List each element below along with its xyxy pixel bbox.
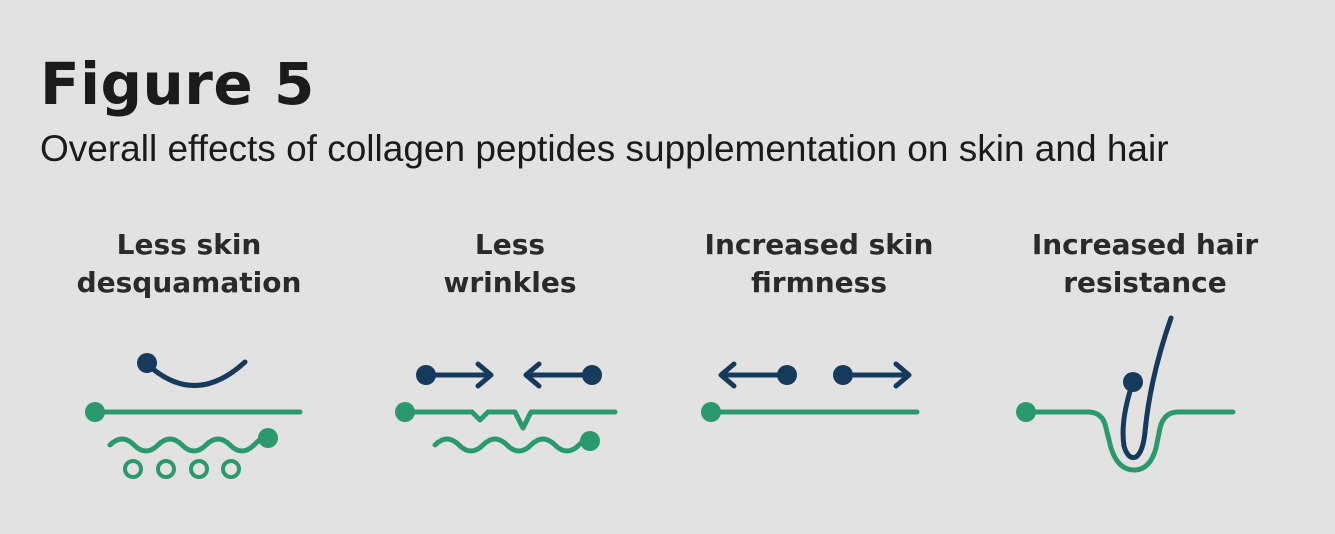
panel-label-line2: resistance <box>1063 266 1227 299</box>
figure-title: Figure 5 <box>40 50 315 118</box>
skin-firmness-icon <box>701 361 920 422</box>
hair-resistance-icon <box>1016 315 1236 473</box>
figure-subtitle: Overall effects of collagen peptides sup… <box>40 128 1169 169</box>
panel-label-line1: Less <box>474 228 546 261</box>
panel-label-wrinkles: Less wrinkles <box>350 226 670 302</box>
panel-label-line1: Increased hair <box>1031 228 1259 261</box>
panel-label-line1: Increased skin <box>704 228 934 261</box>
panel-label-desquamation: Less skin desquamation <box>29 226 349 302</box>
skin-desquamation-icon <box>85 353 303 479</box>
wrinkles-icon <box>395 361 618 454</box>
panel-label-hair: Increased hair resistance <box>985 226 1305 302</box>
panel-label-line2: firmness <box>751 266 887 299</box>
panel-label-firmness: Increased skin firmness <box>659 226 979 302</box>
panel-label-line2: wrinkles <box>443 266 577 299</box>
panel-label-line2: desquamation <box>76 266 302 299</box>
panel-label-line1: Less skin <box>116 228 262 261</box>
